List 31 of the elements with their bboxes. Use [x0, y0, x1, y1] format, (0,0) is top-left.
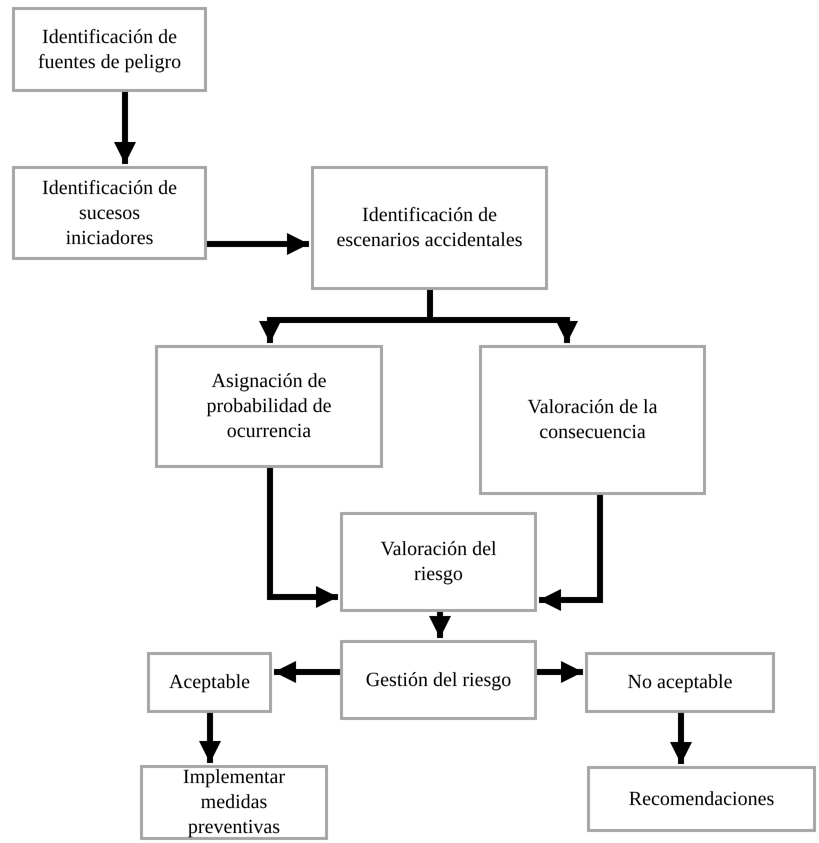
- box-label: Valoración de la consecuencia: [526, 395, 658, 445]
- box-label: Valoración del riesgo: [379, 537, 498, 587]
- process-box: [340, 640, 537, 720]
- process-box: [12, 166, 207, 260]
- arrow: [114, 92, 136, 164]
- box-label: No aceptable: [628, 670, 732, 695]
- box-label: Asignación de probabilidad de ocurrencia: [206, 369, 332, 444]
- box-label: Recomendaciones: [628, 786, 774, 812]
- box-label: Identificación de escenarios accidentales: [335, 203, 524, 253]
- process-box: [585, 652, 775, 713]
- process-box: [587, 766, 816, 832]
- process-box: [155, 345, 383, 468]
- process-box: [311, 166, 548, 290]
- arrow: [267, 468, 338, 608]
- process-box: [12, 7, 207, 92]
- box-label: Gestión del riesgo: [366, 668, 512, 692]
- box-label: Identificación de sucesos iniciadores: [41, 176, 178, 250]
- arrow: [429, 612, 451, 638]
- process-box: [147, 652, 272, 713]
- arrow: [537, 661, 583, 683]
- box-label: Implementar medidas preventivas: [182, 765, 286, 840]
- process-box: [479, 345, 706, 495]
- arrow: [199, 713, 221, 763]
- arrow: [207, 233, 309, 255]
- arrow: [670, 713, 692, 764]
- arrow: [274, 661, 340, 683]
- box-label: Aceptable: [168, 670, 250, 695]
- process-box: [340, 512, 537, 612]
- arrow: [539, 495, 603, 611]
- process-box: [140, 765, 328, 840]
- box-label: Identificación de fuentes de peligro: [36, 24, 182, 74]
